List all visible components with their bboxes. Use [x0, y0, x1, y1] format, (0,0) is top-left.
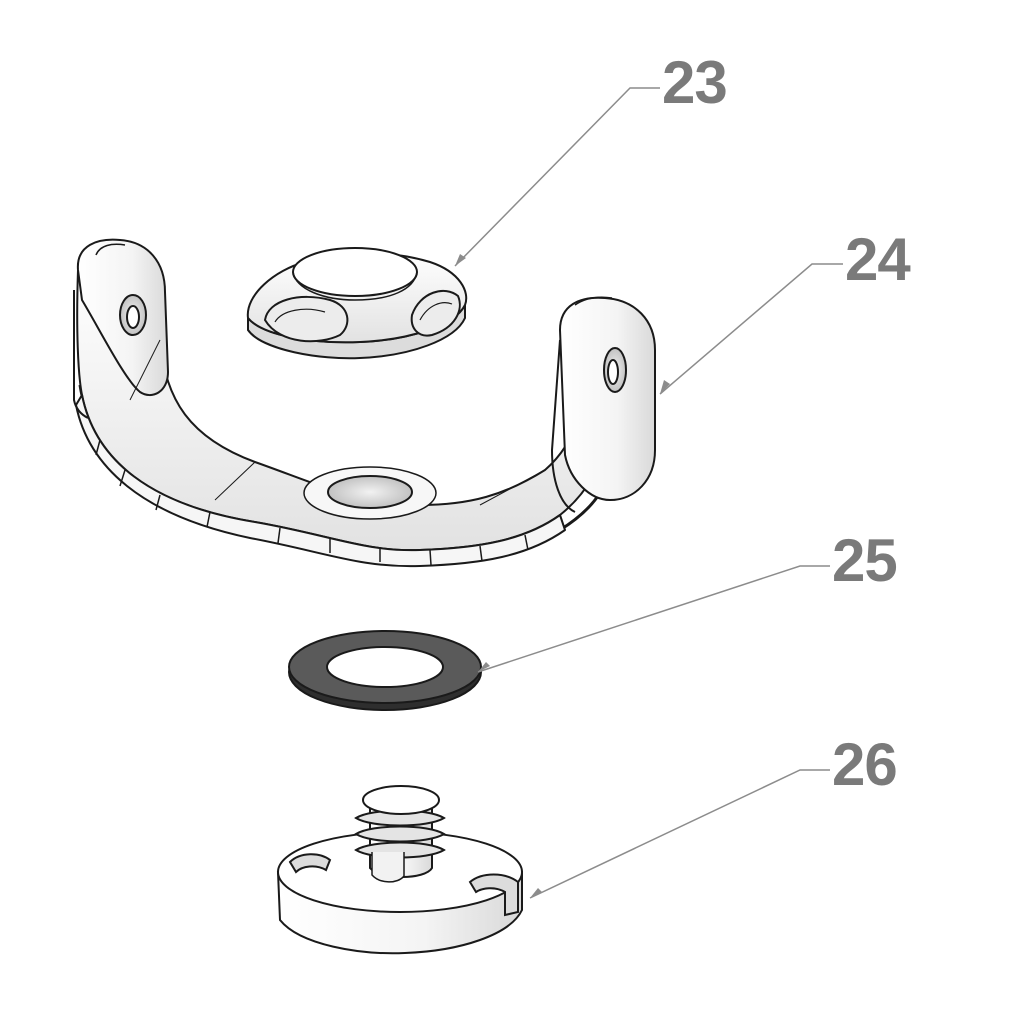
u-bracket-part: [73, 238, 656, 568]
leader-arrowheads: [455, 254, 670, 898]
callout-number-25: 25: [832, 527, 898, 594]
callout-number-23: 23: [662, 49, 728, 116]
bracket-ribs: [95, 439, 529, 566]
callout-number-26: 26: [832, 731, 898, 798]
leader-line-25: [477, 565, 830, 673]
screw-base-part: [276, 785, 523, 955]
threaded-stud: [354, 785, 446, 883]
callout-number-24: 24: [845, 226, 911, 293]
leader-line-23: [454, 87, 660, 267]
washer-part: [288, 630, 482, 711]
thumb-knob-part: [246, 247, 468, 360]
leader-line-26: [529, 769, 830, 899]
leader-lines: [454, 87, 843, 899]
leader-line-24: [659, 263, 843, 395]
